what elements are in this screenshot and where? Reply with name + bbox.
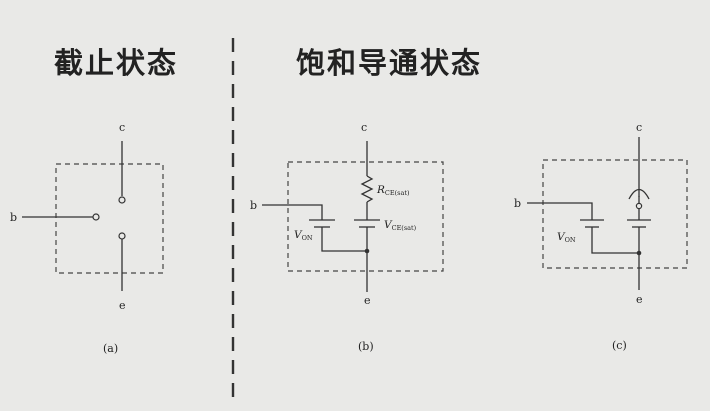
von-label: VON [557, 231, 576, 244]
transistor-boundary-box [55, 163, 164, 274]
von-return-wire [321, 227, 367, 252]
transistor-boundary-box [287, 161, 444, 272]
transistor-boundary-box [542, 159, 688, 269]
collector-label: c [636, 121, 642, 134]
title-cutoff-state: 截止状态 [54, 46, 178, 80]
collector-open-terminal [118, 196, 126, 204]
von-return-wire [591, 227, 639, 254]
vce-sat-label: VCE(sat) [384, 219, 417, 232]
emitter-open-terminal [118, 232, 126, 240]
collector-label: c [119, 121, 125, 134]
base-label: b [10, 211, 17, 224]
panel-a-cutoff: c b e (a) [10, 121, 164, 355]
junction-node [636, 250, 642, 256]
base-wire [262, 204, 323, 220]
base-label: b [514, 197, 521, 210]
caption-b: (b) [358, 340, 374, 353]
emitter-label: e [364, 294, 371, 307]
caption-a: (a) [103, 342, 118, 355]
von-label: VON [294, 229, 313, 242]
panel-b-saturation: c RCE(sat) VCE(sat) b VON e (b) [250, 121, 444, 353]
closed-switch-arc [628, 188, 650, 200]
caption-c: (c) [612, 339, 627, 352]
collector-label: c [361, 121, 367, 134]
base-open-terminal [92, 213, 100, 221]
junction-node [364, 248, 370, 254]
base-wire [527, 202, 593, 220]
title-saturation-state: 饱和导通状态 [296, 46, 482, 80]
emitter-label: e [119, 299, 126, 312]
switch-top-terminal [635, 202, 643, 210]
resistor-rce-sat [360, 175, 374, 203]
emitter-label: e [636, 293, 643, 306]
panel-c-saturation-switch: c b VON e (c) [514, 121, 688, 352]
base-label: b [250, 199, 257, 212]
resistor-label: RCE(sat) [376, 184, 410, 197]
